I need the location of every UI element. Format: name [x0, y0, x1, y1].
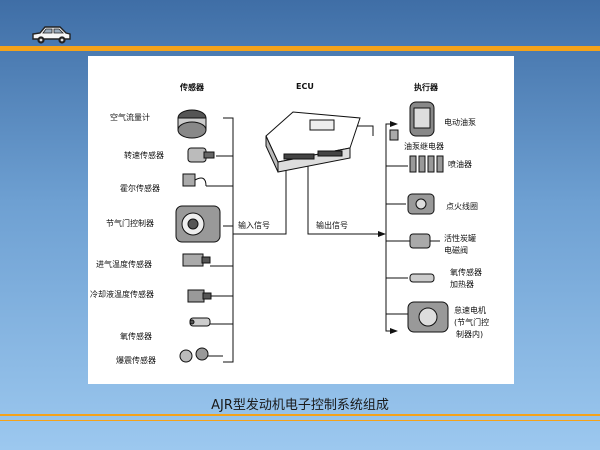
actuator-label-ignition-coil: 点火线圈: [446, 202, 478, 211]
injectors-icon: [409, 155, 444, 173]
sensor-label-hall: 霍尔传感器: [120, 184, 160, 193]
sensor-label-intake-temp: 进气温度传感器: [96, 260, 152, 269]
actuator-label-canister-1: 活性炭罐: [444, 234, 476, 243]
actuator-label-canister-2: 电磁阀: [444, 246, 468, 255]
actuator-label-idle-2: (节气门控: [454, 318, 490, 327]
top-accent-bar: [0, 46, 600, 51]
idle-motor-icon: [407, 301, 449, 333]
o2-sensor-icon: [189, 317, 211, 327]
air-flow-meter-icon: [177, 109, 207, 139]
hall-sensor-icon: [182, 173, 207, 187]
fuel-pump-icon: [409, 101, 435, 137]
throttle-controller-icon: [175, 205, 221, 243]
actuator-label-o2heater-1: 氧传感器: [450, 268, 482, 277]
output-arrow-icon: [378, 231, 386, 237]
coolant-temp-sensor-icon: [187, 289, 212, 303]
diagram-graphics: [175, 101, 449, 363]
diagram-caption: AJR型发动机电子控制系统组成: [211, 398, 389, 413]
actuator-bracket: [385, 123, 393, 332]
actuator-label-injector: 喷油器: [448, 160, 472, 169]
input-signal-label: 输入信号: [238, 221, 270, 230]
pump-relay-icon: [389, 129, 399, 141]
ignition-coil-icon: [407, 193, 435, 215]
ecu-icon: [265, 111, 361, 173]
actuator-label-idle-1: 怠速电机: [454, 306, 486, 315]
sensor-label-speed: 转速传感器: [124, 151, 164, 160]
sensor-label-air-flow: 空气流量计: [110, 113, 150, 122]
ecu-header: ECU: [296, 82, 314, 91]
knock-sensor-icon: [179, 347, 209, 363]
actuator-label-idle-3: 制器内): [456, 330, 484, 339]
actuator-label-pump-relay: 油泵继电器: [404, 142, 444, 151]
sensor-label-throttle: 节气门控制器: [106, 219, 154, 228]
sensors-header: 传感器: [180, 83, 204, 92]
car-logo-icon: [32, 26, 71, 44]
output-signal-label: 输出信号: [316, 221, 348, 230]
speed-sensor-icon: [187, 147, 215, 163]
bottom-accent-line-thin: [0, 420, 600, 421]
actuator-label-o2heater-2: 加热器: [450, 280, 474, 289]
sensor-bracket: [223, 117, 234, 363]
sensor-label-knock: 爆震传感器: [116, 356, 156, 365]
actuators-header: 执行器: [414, 83, 438, 92]
intake-temp-sensor-icon: [182, 253, 211, 267]
canister-valve-icon: [409, 233, 440, 249]
o2-heater-icon: [409, 273, 435, 283]
actuator-label-fuel-pump: 电动油泵: [444, 118, 476, 127]
input-signal-line: [233, 156, 287, 235]
diagram-panel: 传感器 ECU 执行器 空气流量计 转速传感器 霍尔传感器 节气门控制器 进气温…: [88, 56, 514, 384]
output-signal-line: [307, 156, 378, 235]
bottom-accent-line: [0, 414, 600, 416]
sensor-label-o2: 氧传感器: [120, 332, 152, 341]
sensor-label-coolant-temp: 冷却液温度传感器: [90, 290, 154, 299]
